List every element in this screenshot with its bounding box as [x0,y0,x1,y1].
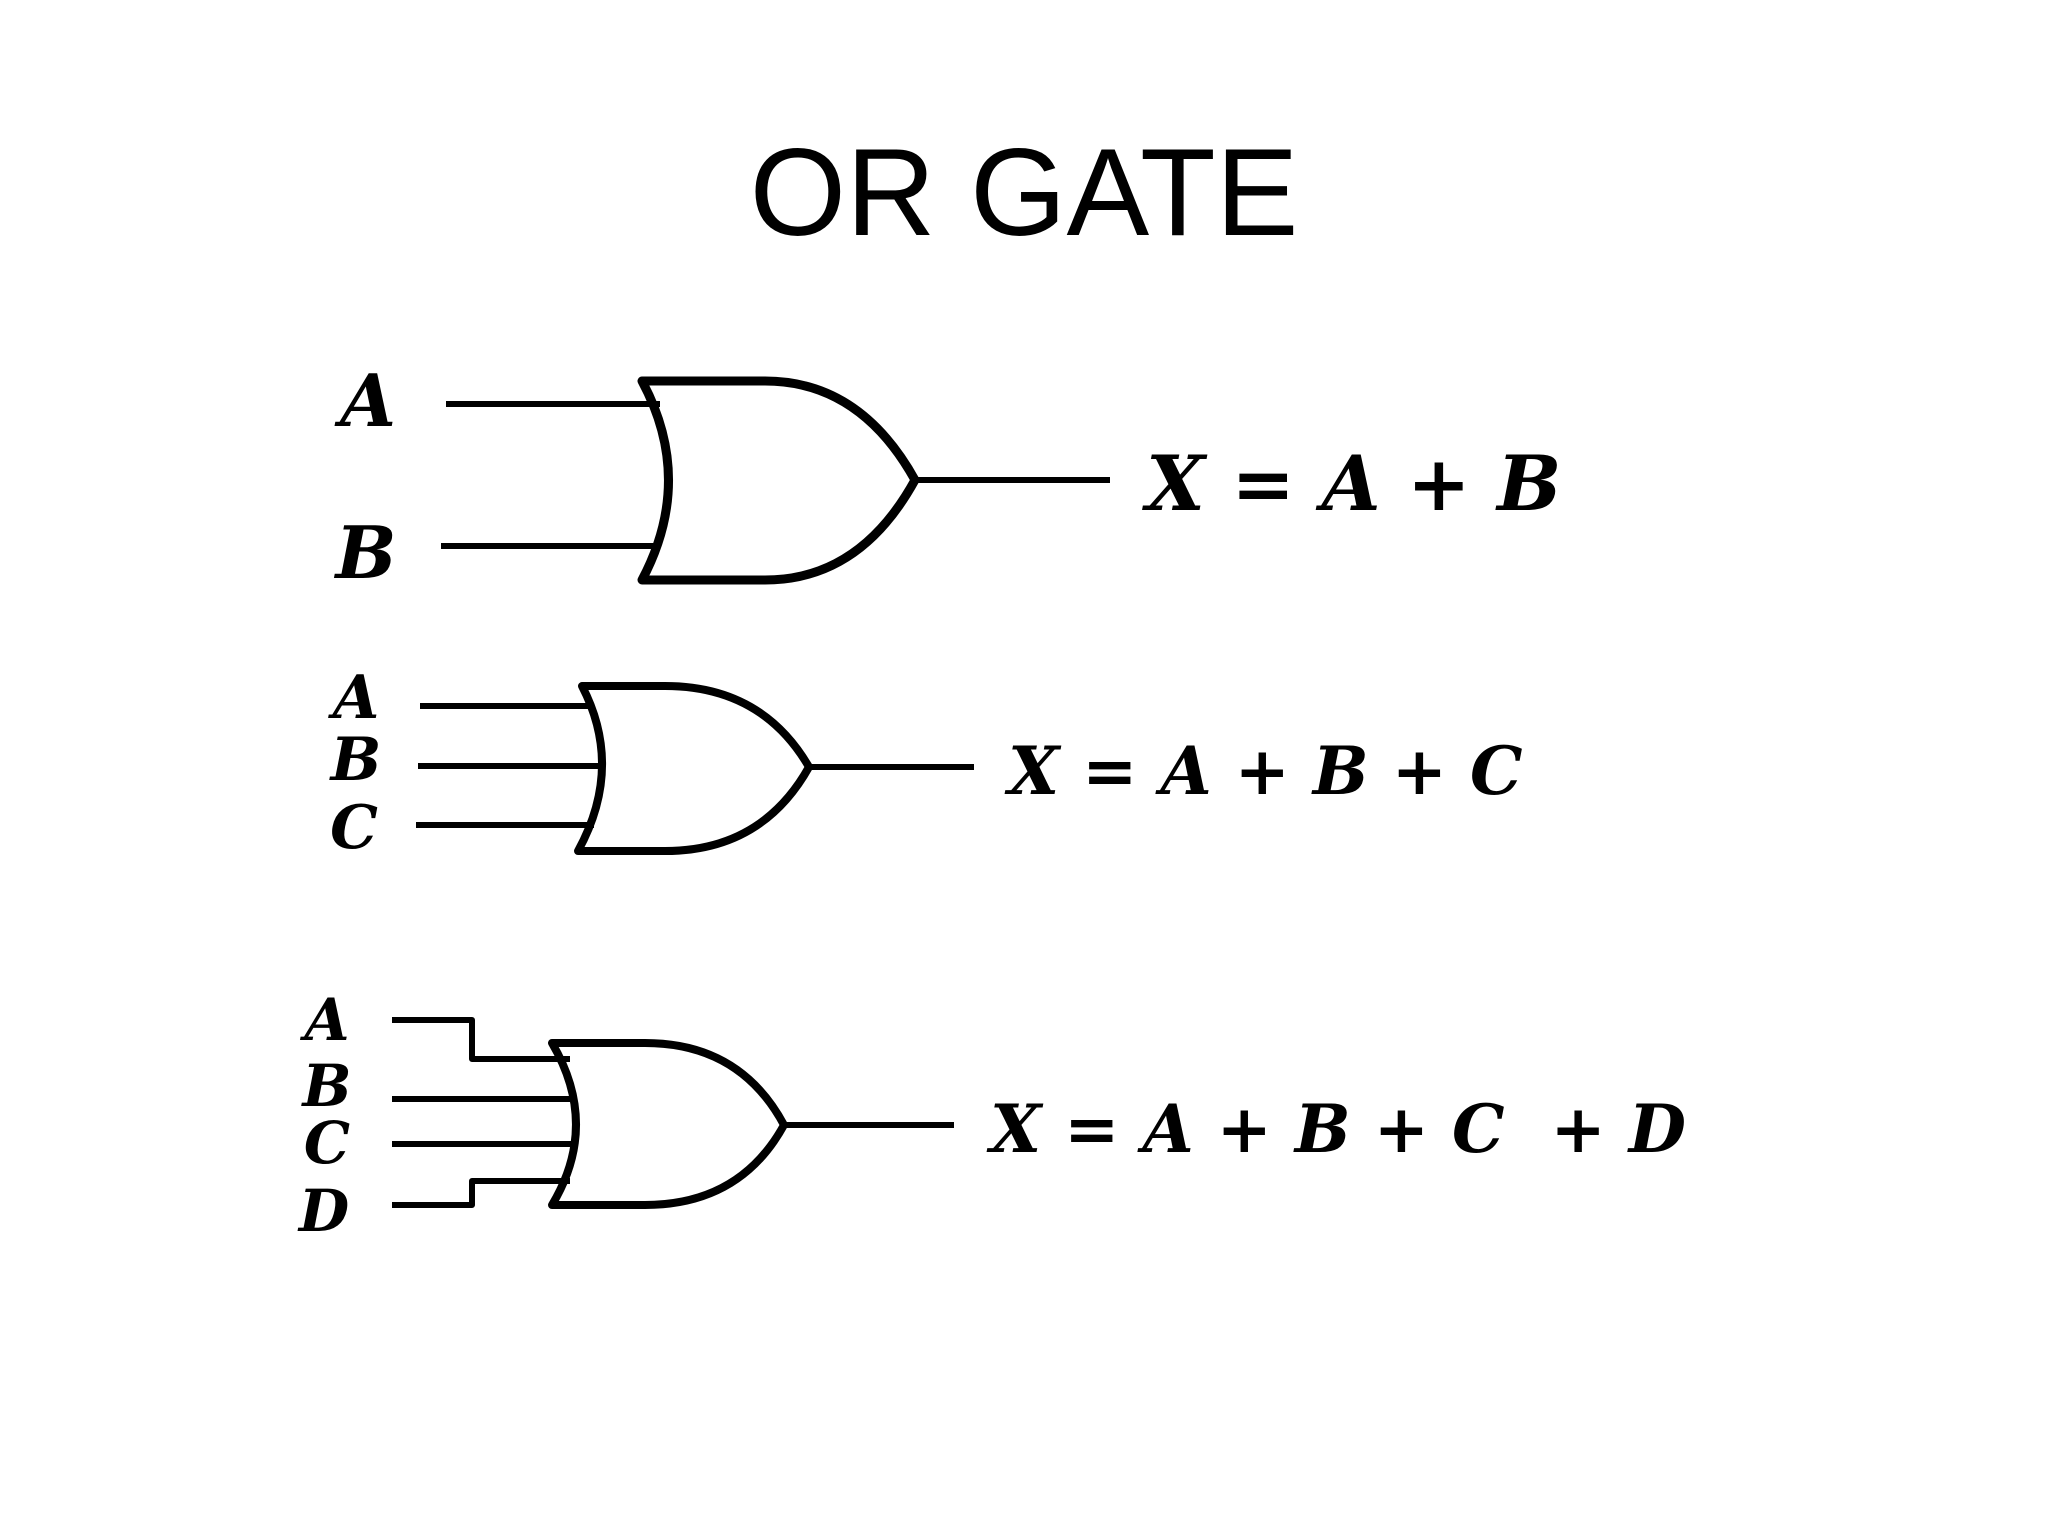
output-equation: X = A + B + C [1004,732,1523,810]
input-label-b: B [300,1052,351,1120]
or-gate-3-input: A B C X = A + B + C [328,663,1523,863]
or-gate-4-input: A B C D X = A + B + C + D [297,986,1686,1245]
slide-title: OR GATE [749,124,1299,262]
input-label-c: C [330,793,378,863]
input-label-a: A [328,663,380,733]
input-label-b: B [334,510,397,595]
or-gate-symbol [574,682,813,855]
input-label-a: A [334,358,396,443]
input-label-d: D [297,1177,349,1245]
or-gate-2-input: A B X = A + B [334,358,1562,595]
input-label-c: C [304,1109,350,1177]
input-label-a: A [299,986,349,1054]
or-gate-symbol [637,376,920,585]
input-wire-d [392,1178,570,1208]
input-label-b: B [329,725,382,795]
output-equation: X = A + B + C + D [986,1090,1686,1168]
or-gate-symbol [548,1039,788,1209]
output-equation: X = A + B [1142,439,1561,528]
input-wire-a [392,1017,570,1062]
